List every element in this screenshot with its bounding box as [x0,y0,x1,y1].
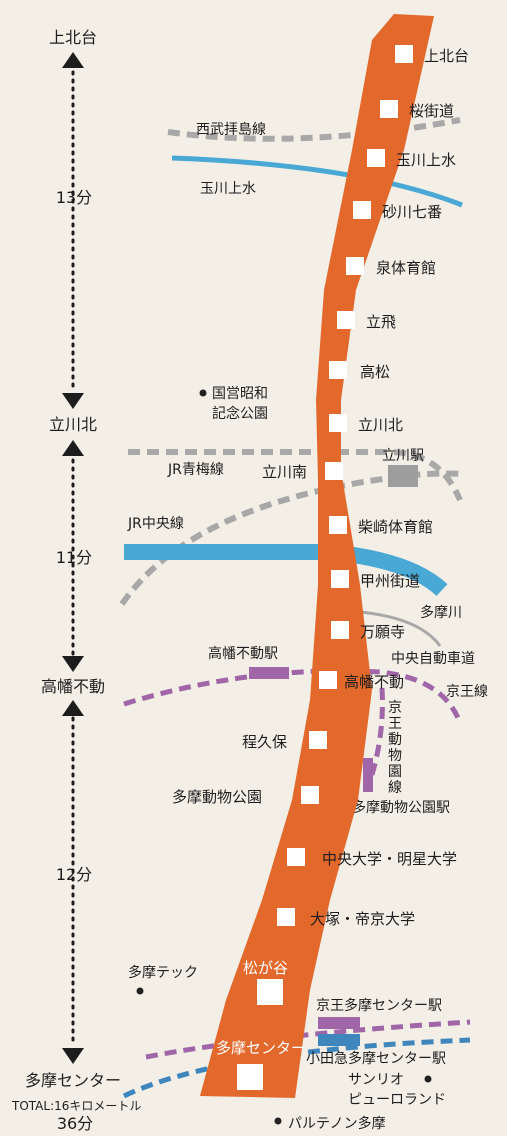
sanrio-marker [424,1075,432,1083]
station-marker [353,201,371,219]
keio-line-label: 京王線 [446,684,488,700]
timeline-segment-time: 11分 [56,548,92,567]
tama-tech-marker [136,987,144,995]
station-marker [237,1064,263,1090]
odakyu-tama-center-box [318,1034,360,1046]
total-time: 36分 [57,1114,93,1133]
timeline-segment-time: 13分 [56,188,92,207]
station-label: 大塚・帝京大学 [310,910,415,928]
station-label: 立川南 [262,463,307,481]
timeline-arrow-up [62,700,84,716]
keio-zoo-line-label: 京 王 動 物 園 線 [388,700,406,796]
station-marker [331,570,349,588]
station-marker [331,621,349,639]
timeline-arrow-down [62,1048,84,1064]
zoo-station-box [363,758,373,792]
station-marker [329,361,347,379]
station-marker [287,848,305,866]
parthenon-marker [274,1117,282,1125]
tama-river-label: 多摩川 [420,604,462,621]
showa-park-label-2: 記念公園 [212,405,268,422]
timeline-stop-label: 上北台 [49,28,97,47]
tachikawa-station-box [388,465,418,487]
timeline-stop-label: 高幡不動 [41,677,105,696]
station-label: 柴崎体育館 [358,518,433,536]
station-label: 上北台 [424,47,469,65]
station-marker [329,516,347,534]
station-marker [329,414,347,432]
station-marker [277,908,295,926]
seibu-line [167,117,461,142]
monorail-track [200,14,434,1098]
station-label: 松が谷 [243,959,288,977]
timeline-segment-time: 12分 [56,865,92,884]
station-label: 万願寺 [360,623,405,641]
timeline-arrow-down [62,393,84,409]
chuo-expressway-label: 中央自動車道 [391,650,475,667]
station-marker [395,45,413,63]
station-marker [337,311,355,329]
chuo-expressway [359,610,442,647]
station-label: 中央大学・明星大学 [322,850,457,868]
jr-chuo-line [119,470,463,606]
keio-tama-center-box [318,1017,360,1029]
odakyu-tama-center-label: 小田急多摩センター駅 [306,1050,446,1067]
station-label: 多摩動物公園 [172,788,262,806]
station-label: 立飛 [366,313,396,331]
timeline-arrow-down [62,656,84,672]
tamagawa-josui-river [171,155,463,208]
station-label: 高松 [360,363,390,381]
tama-tech-label: 多摩テック [128,964,198,981]
timeline-stop-label: 立川北 [49,415,97,434]
station-marker [319,671,337,689]
station-marker [367,149,385,167]
station-label: 立川北 [358,416,403,434]
station-label: 程久保 [242,733,287,751]
showa-park-label: 国営昭和 [212,386,268,402]
puroland-label: ピューロランド [348,1092,446,1108]
station-label: 甲州街道 [360,572,420,590]
keio-line [123,668,461,720]
zoo-station-label: 多摩動物公園駅 [352,799,450,816]
station-label: 高幡不動 [344,673,404,691]
takahata-station-box [249,667,289,679]
total-distance: TOTAL:16キロメートル [11,1099,141,1113]
station-label: 多摩センター [216,1039,306,1057]
timeline-stop-label: 多摩センター [25,1071,121,1090]
station-group: 上北台桜街道玉川上水砂川七番泉体育館立飛高松立川北立川南柴崎体育館甲州街道万願寺… [172,45,469,1090]
jr-ome-line-label: JR青梅線 [167,462,224,478]
timeline-arrow-up [62,440,84,456]
station-label: 玉川上水 [396,151,456,169]
jr-chuo-line-label: JR中央線 [127,516,184,532]
tamagawa-josui-label: 玉川上水 [200,181,256,197]
station-marker [325,462,343,480]
timeline-arrow-up [62,52,84,68]
keio-zoo-line [364,687,385,791]
station-marker [380,100,398,118]
showa-park-marker [199,389,207,397]
parthenon-label: パルテノン多摩 [288,1115,386,1132]
takahata-station-label: 高幡不動駅 [208,645,278,662]
station-marker [257,979,283,1005]
keio-tama-center-label: 京王多摩センター駅 [316,997,442,1014]
tachikawa-station-label: 立川駅 [382,448,424,464]
station-label: 泉体育館 [376,259,436,277]
station-marker [346,257,364,275]
sanrio-label: サンリオ [348,1072,404,1088]
station-label: 桜街道 [409,102,454,120]
seibu-line-label: 西武拝島線 [196,122,266,138]
station-label: 砂川七番 [382,203,442,221]
station-marker [301,786,319,804]
station-marker [309,731,327,749]
